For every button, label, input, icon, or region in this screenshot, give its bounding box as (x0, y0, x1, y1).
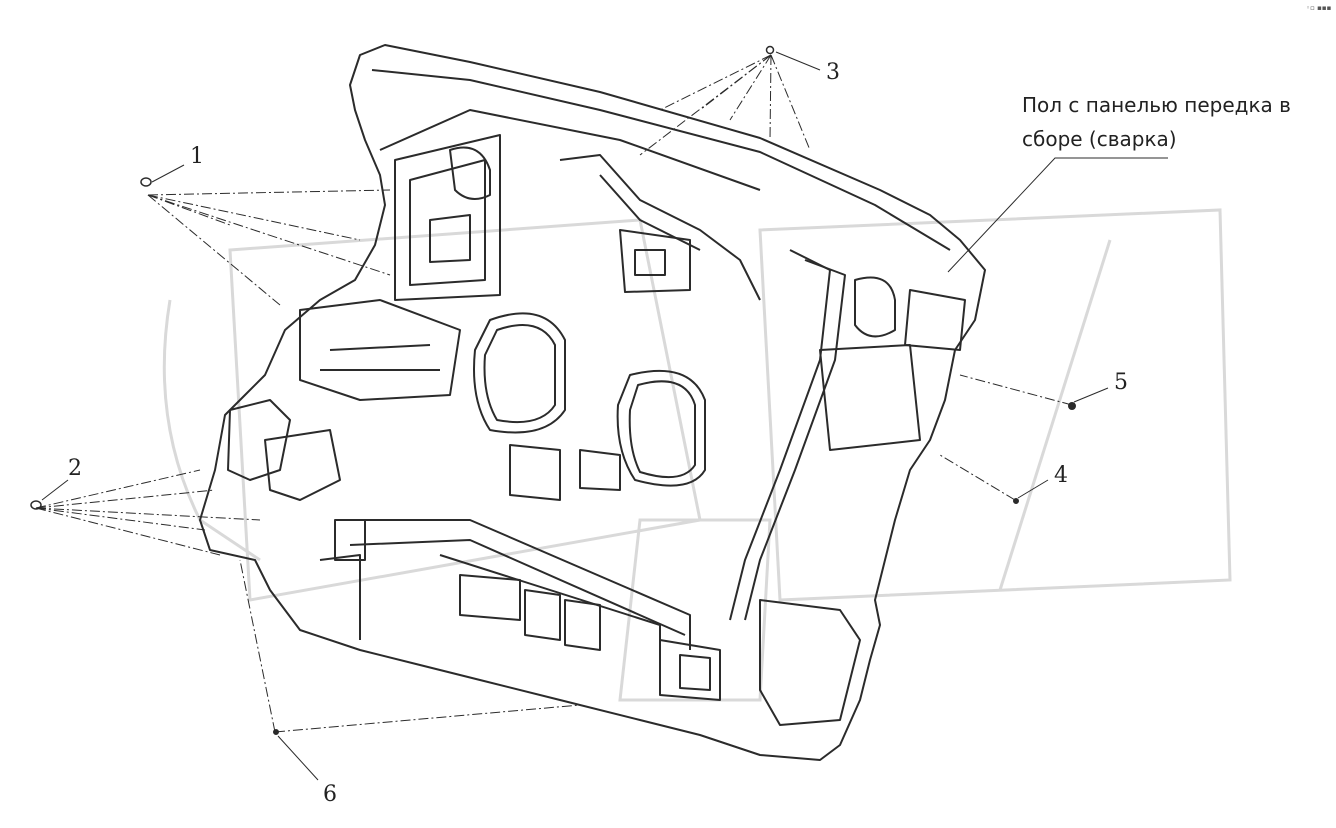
assembly-note-line-2: сборе (сварка) (1022, 127, 1177, 151)
corner-mark: ◦▫ ▪▪▪ (1306, 4, 1332, 12)
part-markers (30, 45, 1109, 781)
callout-2: 2 (68, 456, 82, 481)
callout-5: 5 (1114, 370, 1128, 395)
callout-4: 4 (1054, 463, 1068, 488)
callout-6: 6 (323, 782, 337, 807)
assembly-note-line-1: Пол с панелью передка в (1022, 93, 1291, 117)
leader-lines (35, 54, 1073, 733)
floor-panel (199, 44, 986, 761)
assembly-note: Пол с панелью передка в сборе (сварка) (1022, 88, 1291, 156)
callout-1: 1 (190, 144, 204, 169)
watermark (162, 208, 1232, 702)
callout-3: 3 (826, 60, 840, 85)
note-leader (947, 157, 1168, 273)
